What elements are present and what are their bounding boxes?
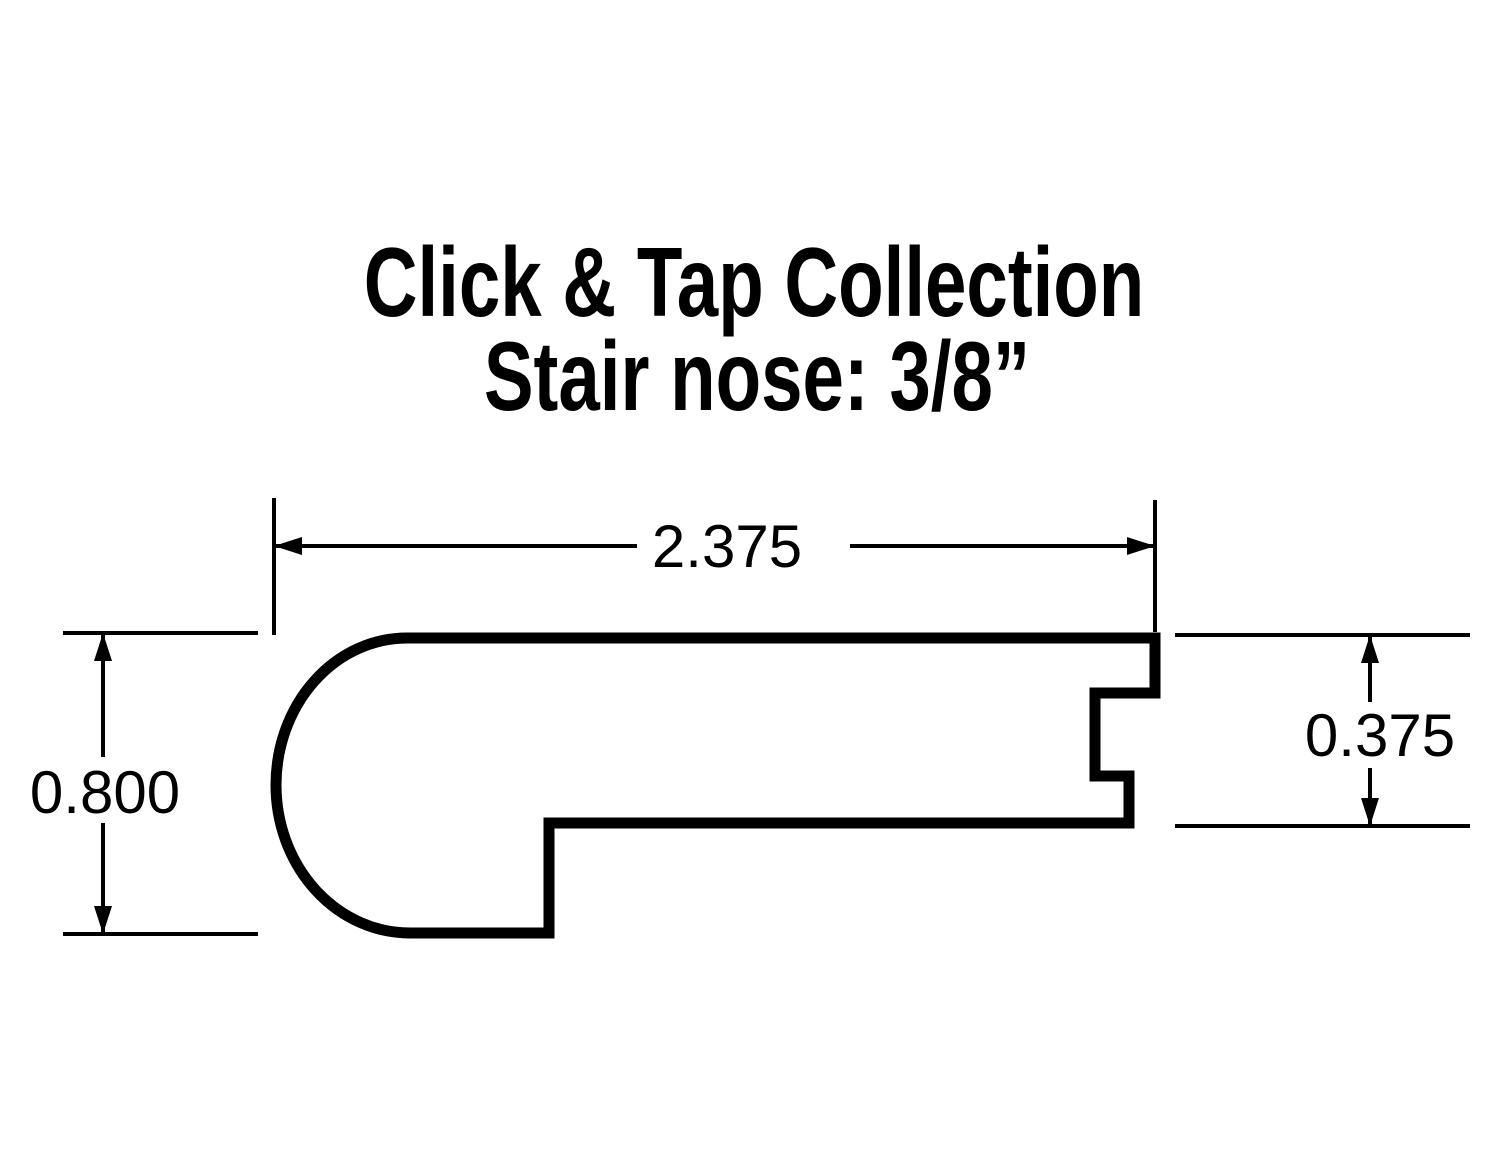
title-block: Click & Tap Collection Stair nose: 3/8”: [364, 228, 1145, 431]
stair-nose-profile-outline: [270, 632, 1161, 939]
width-arrowhead-right: [1127, 537, 1155, 555]
width-arrowhead-left: [274, 537, 302, 555]
title-line-2: Stair nose: 3/8”: [484, 322, 1030, 431]
thickness-arrowhead-bottom: [1361, 798, 1379, 826]
thickness-arrowhead-top: [1361, 635, 1379, 663]
height-dimension-label: 0.800: [30, 759, 180, 826]
height-arrowhead-bottom: [94, 906, 112, 934]
thickness-dimension-label: 0.375: [1305, 702, 1455, 769]
width-dimension: 2.375: [272, 498, 1157, 635]
height-arrowhead-top: [94, 633, 112, 661]
height-dimension: 0.800: [30, 631, 258, 936]
thickness-dimension: 0.375: [1175, 633, 1470, 828]
width-dimension-label: 2.375: [652, 513, 802, 580]
title-line-1: Click & Tap Collection: [364, 228, 1145, 337]
